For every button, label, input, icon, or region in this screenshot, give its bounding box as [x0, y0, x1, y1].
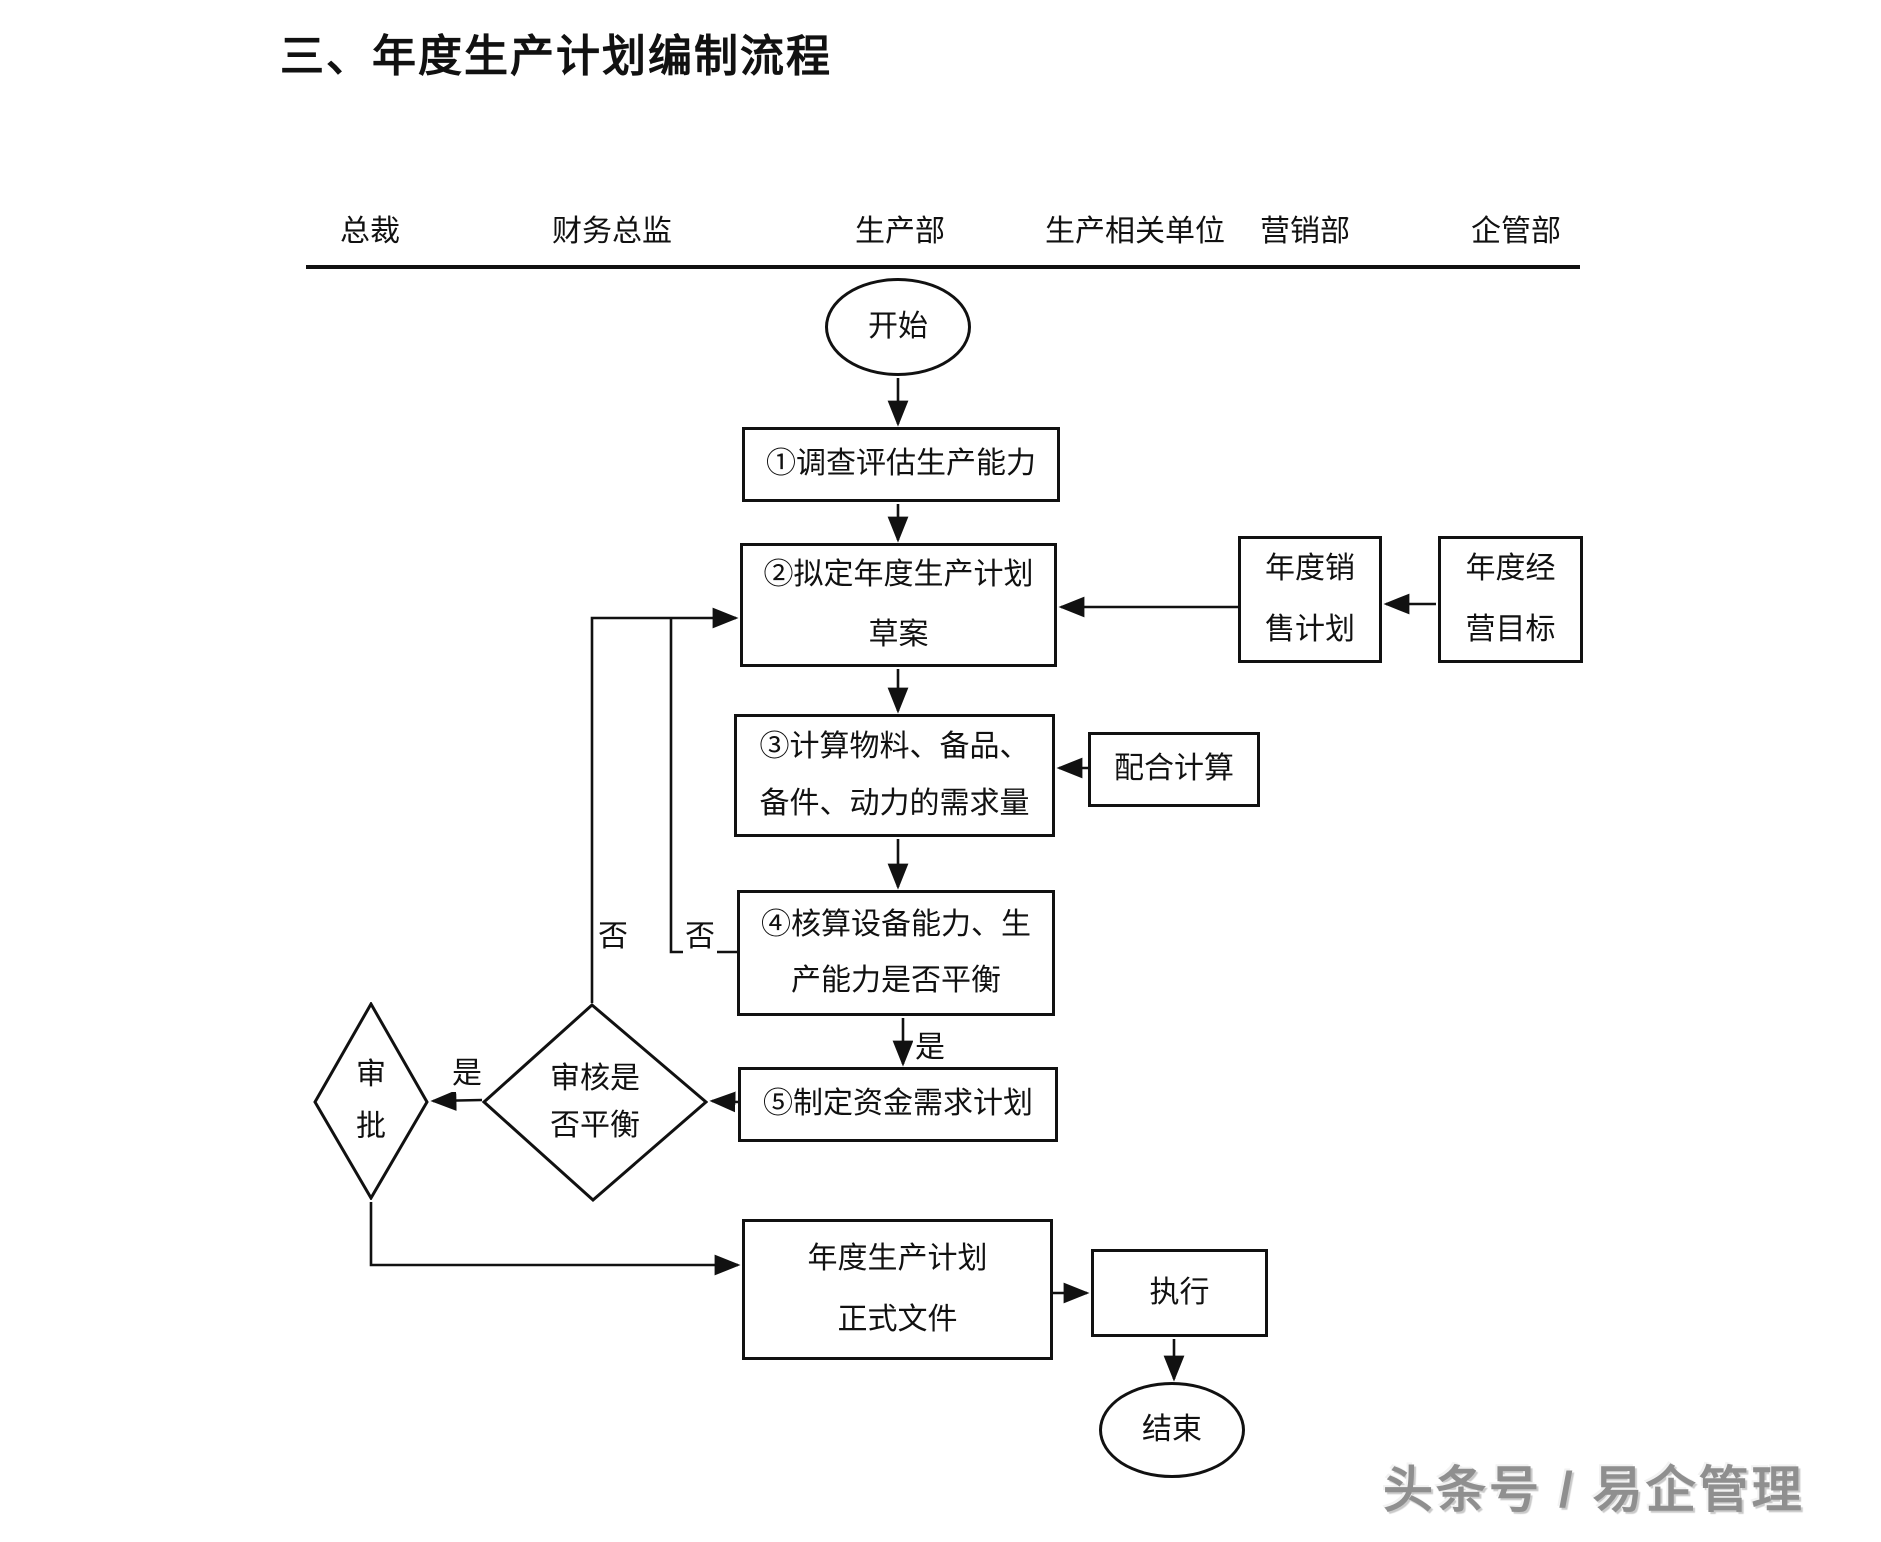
- branch-label-yes-balance: 是: [913, 1022, 947, 1066]
- flow-node-assist-calc: 配合计算: [1088, 732, 1260, 807]
- flow-node-step1-label: ①调查评估生产能力: [766, 447, 1036, 481]
- lane-header-cfo: 财务总监: [552, 215, 672, 248]
- annual-business-goal-line1: 年度经: [1465, 552, 1556, 585]
- flow-node-execute: 执行: [1091, 1249, 1268, 1337]
- connector-review-approval: [430, 1090, 483, 1111]
- annual-sales-plan-line2: 售计划: [1265, 612, 1355, 646]
- flow-node-step4-line2: 产能力是否平衡: [791, 964, 1001, 997]
- flow-node-step3: ③计算物料、备品、 备件、动力的需求量: [734, 714, 1055, 837]
- flow-node-step4-line1: ④核算设备能力、生: [761, 907, 1031, 941]
- lane-header-president: 总裁: [340, 215, 400, 248]
- review-diamond-line1: 审核是: [550, 1061, 640, 1095]
- branch-label-no-review: 否: [596, 911, 630, 955]
- connector-step4-no-join: [669, 617, 737, 954]
- annual-sales-plan-line1: 年度销: [1265, 552, 1355, 585]
- flow-node-annual-sales-plan: 年度销 售计划: [1238, 536, 1382, 663]
- execute-label: 执行: [1149, 1275, 1210, 1309]
- approval-diamond-shape: [313, 1002, 429, 1200]
- approval-diamond-line2: 批: [356, 1110, 386, 1143]
- flow-node-step2: ②拟定年度生产计划 草案: [740, 543, 1057, 667]
- flow-node-end-label: 结束: [1142, 1412, 1202, 1446]
- branch-label-yes-review: 是: [450, 1048, 484, 1092]
- flow-node-step4: ④核算设备能力、生 产能力是否平衡: [737, 890, 1055, 1016]
- flow-node-start-label: 开始: [868, 309, 928, 343]
- assist-calc-label: 配合计算: [1114, 752, 1234, 786]
- branch-label-no-balance: 否: [683, 911, 717, 955]
- flow-node-step1: ①调查评估生产能力: [742, 427, 1060, 502]
- flow-node-step3-line2: 备件、动力的需求量: [759, 786, 1030, 820]
- lane-header-management-dept: 企管部: [1471, 215, 1561, 248]
- page-title: 三、年度生产计划编制流程: [280, 32, 832, 81]
- official-doc-line2: 正式文件: [837, 1302, 958, 1336]
- flow-node-step2-line1: ②拟定年度生产计划: [763, 557, 1034, 591]
- watermark: 头条号 / 易企管理: [1383, 1462, 1805, 1518]
- flow-node-official-doc: 年度生产计划 正式文件: [742, 1219, 1053, 1360]
- flow-node-approval-diamond: 审 批: [313, 1002, 429, 1200]
- lane-header-production-dept: 生产部: [855, 215, 945, 248]
- official-doc-line1: 年度生产计划: [807, 1242, 988, 1275]
- review-diamond-shape: [482, 1003, 708, 1202]
- flow-node-start: 开始: [825, 278, 971, 376]
- lane-header-marketing-dept: 营销部: [1260, 215, 1350, 248]
- annual-business-goal-line2: 营目标: [1465, 612, 1556, 646]
- flow-node-step5: ⑤制定资金需求计划: [738, 1067, 1058, 1142]
- review-diamond-line2: 否平衡: [550, 1109, 640, 1142]
- connector-approval-doc: [369, 1202, 741, 1276]
- connector-review-no-step2: [590, 607, 739, 1003]
- flow-node-end: 结束: [1099, 1382, 1245, 1478]
- flow-node-step3-line1: ③计算物料、备品、: [759, 730, 1030, 763]
- flow-node-step2-line2: 草案: [868, 618, 929, 651]
- flow-node-step5-label: ⑤制定资金需求计划: [763, 1087, 1033, 1121]
- connector-step5-review: [709, 1091, 739, 1113]
- lane-header-related-units: 生产相关单位: [1045, 215, 1225, 248]
- flow-node-annual-business-goal: 年度经 营目标: [1438, 536, 1583, 663]
- flow-node-review-diamond: 审核是 否平衡: [482, 1003, 708, 1202]
- approval-diamond-line1: 审: [356, 1057, 386, 1091]
